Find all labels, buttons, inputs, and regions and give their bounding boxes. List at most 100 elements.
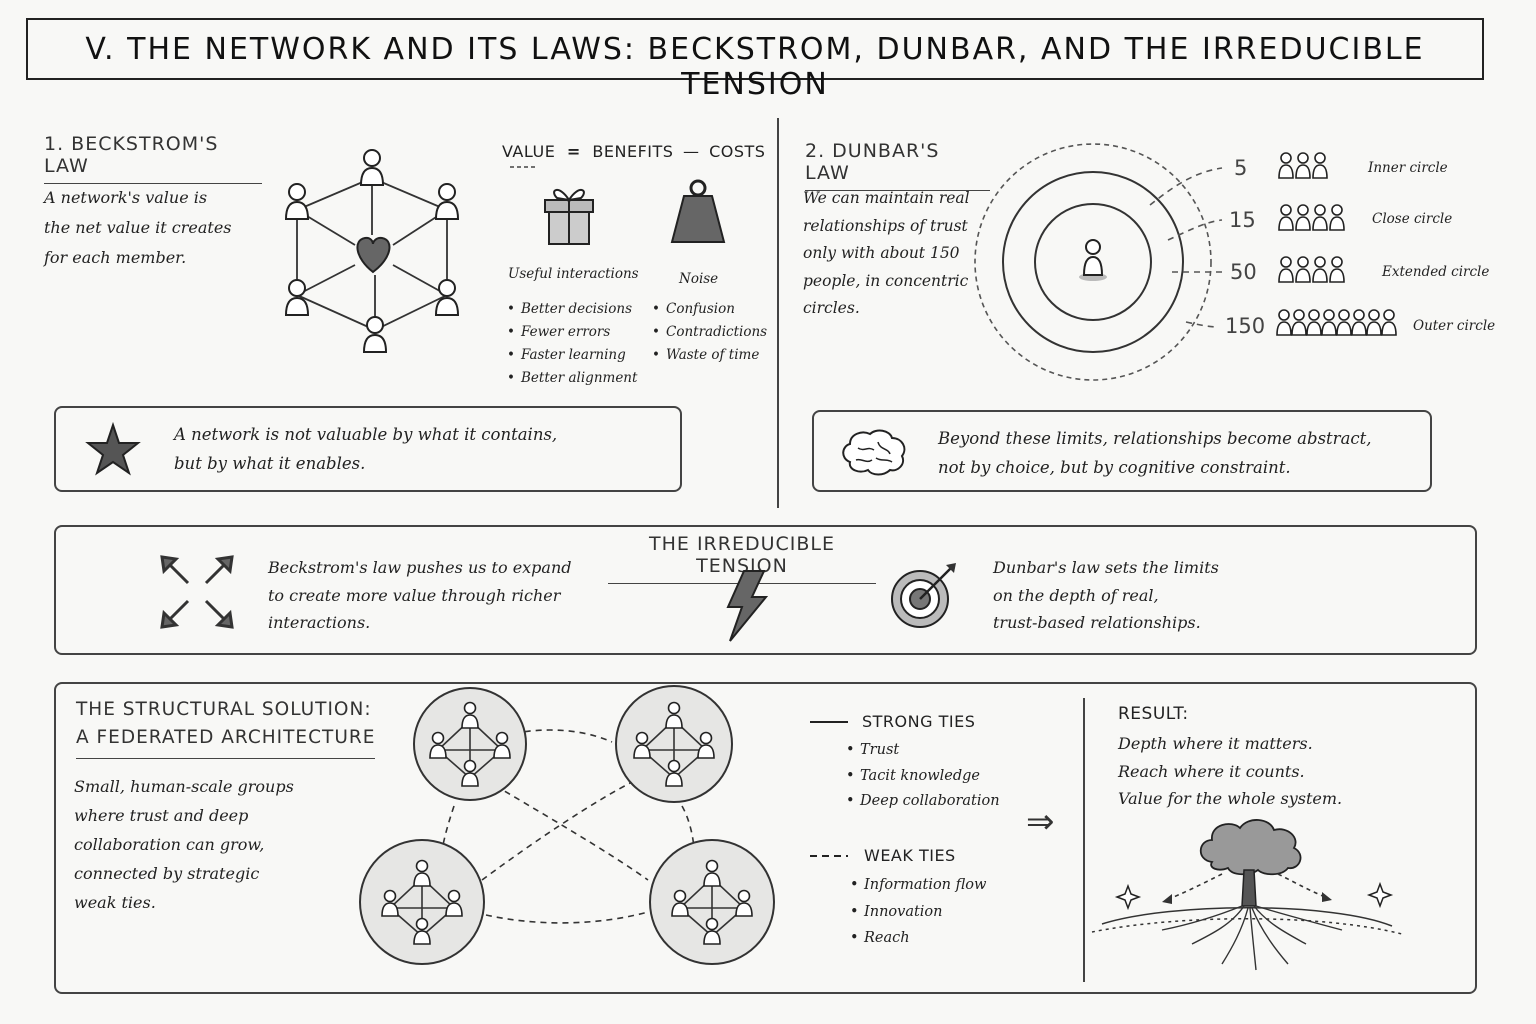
solution-text-line: collaboration can grow, bbox=[74, 835, 265, 854]
benefits-label: Useful interactions bbox=[508, 266, 639, 282]
solution-text-line: weak ties. bbox=[74, 893, 156, 912]
quote-line: but by what it enables. bbox=[174, 454, 366, 473]
quote-line: Beyond these limits, relationships becom… bbox=[938, 429, 1372, 448]
group-circle bbox=[413, 687, 527, 801]
beckstrom-heading: 1. BECKSTROM'S LAW bbox=[44, 133, 262, 184]
circle-label: Outer circle bbox=[1413, 318, 1496, 334]
equation-underline bbox=[510, 166, 538, 168]
sparkle-icon bbox=[1114, 881, 1394, 911]
dunbar-quote: Beyond these limits, relationships becom… bbox=[938, 424, 1372, 482]
brain-icon bbox=[842, 429, 906, 476]
solution-text-line: where trust and deep bbox=[74, 806, 249, 825]
lightning-icon bbox=[726, 570, 769, 642]
person-icon bbox=[445, 889, 463, 917]
dunbar-text-line: only with about 150 bbox=[803, 244, 960, 262]
solution-heading-line: A FEDERATED ARCHITECTURE bbox=[76, 724, 376, 759]
strong-ties-list: Trust Tacit knowledge Deep collaboration bbox=[846, 738, 1000, 815]
dunbar-text-line: relationships of trust bbox=[803, 216, 968, 235]
solution-heading: THE STRUCTURAL SOLUTION: A FEDERATED ARC… bbox=[76, 696, 376, 759]
strong-ties-label: STRONG TIES bbox=[862, 712, 976, 731]
person-icon bbox=[429, 731, 447, 759]
people-groups-icon bbox=[1276, 152, 1397, 336]
group-circle bbox=[359, 839, 485, 965]
people-network-icon bbox=[284, 149, 460, 353]
person-icon bbox=[413, 859, 431, 887]
quote-line: not by choice, but by cognitive constrai… bbox=[938, 458, 1291, 477]
expand-arrows-icon bbox=[160, 555, 234, 629]
equation-value: VALUE bbox=[502, 142, 556, 161]
weak-tie-line bbox=[810, 855, 848, 857]
list-item: Better decisions bbox=[507, 298, 637, 321]
weak-ties-label: WEAK TIES bbox=[864, 846, 956, 865]
result-line: Value for the whole system. bbox=[1118, 789, 1343, 808]
dunbar-quote-box: Beyond these limits, relationships becom… bbox=[812, 410, 1432, 492]
beckstrom-text-line: for each member. bbox=[44, 248, 187, 267]
tension-line: trust-based relationships. bbox=[993, 613, 1201, 632]
tension-box: THE IRREDUCIBLE TENSION Beckstrom's law … bbox=[54, 525, 1477, 655]
circle-label: Close circle bbox=[1372, 211, 1453, 227]
group-circle bbox=[359, 685, 775, 965]
tension-right-text: Dunbar's law sets the limits on the dept… bbox=[993, 554, 1219, 637]
costs-label: Noise bbox=[679, 271, 719, 287]
person-icon bbox=[1082, 239, 1104, 276]
person-icon bbox=[493, 731, 511, 759]
circle-label: Extended circle bbox=[1382, 264, 1490, 280]
list-item: Better alignment bbox=[507, 367, 637, 390]
person-icon bbox=[735, 889, 753, 917]
gift-icon bbox=[544, 189, 594, 245]
value-equation: VALUE = BENEFITS — COSTS bbox=[502, 142, 765, 161]
tension-line: Beckstrom's law pushes us to expand bbox=[268, 558, 572, 577]
heart-icon bbox=[356, 236, 391, 274]
strong-tie-line bbox=[810, 721, 848, 723]
result-divider bbox=[1083, 698, 1085, 982]
person-icon bbox=[633, 731, 651, 759]
person-icon bbox=[461, 701, 479, 729]
solution-heading-line: THE STRUCTURAL SOLUTION: bbox=[76, 699, 372, 720]
tension-line: on the depth of real, bbox=[993, 585, 1159, 605]
tension-line: to create more value through richer bbox=[268, 585, 561, 605]
result-arrow: ⇒ bbox=[1026, 802, 1055, 842]
federated-groups-icon bbox=[359, 685, 775, 965]
tension-left-text: Beckstrom's law pushes us to expand to c… bbox=[268, 554, 572, 637]
group-circle bbox=[649, 839, 775, 965]
tree-icon bbox=[1091, 819, 1403, 971]
beckstrom-text: A network's value is the net value it cr… bbox=[44, 183, 274, 273]
circle-number: 5 bbox=[1234, 156, 1248, 180]
list-item: Information flow bbox=[850, 872, 986, 899]
costs-list: Confusion Contradictions Waste of time bbox=[652, 298, 767, 367]
weak-ties-list: Information flow Innovation Reach bbox=[850, 872, 986, 952]
list-item: Fewer errors bbox=[507, 321, 637, 344]
solution-text-line: Small, human-scale groups bbox=[74, 777, 294, 796]
result-label: RESULT: bbox=[1118, 704, 1189, 724]
person-icon bbox=[381, 889, 399, 917]
person-icon bbox=[461, 759, 479, 787]
beckstrom-text-line: A network's value is bbox=[44, 188, 208, 207]
equation-benefits: BENEFITS bbox=[592, 142, 674, 161]
star-icon bbox=[85, 421, 141, 476]
person-icon bbox=[697, 731, 715, 759]
person-icon bbox=[665, 701, 683, 729]
equation-costs: COSTS bbox=[709, 142, 766, 161]
circle-number: 50 bbox=[1230, 260, 1257, 284]
circle-number: 150 bbox=[1225, 314, 1266, 338]
dunbar-text-line: people, in concentric bbox=[803, 271, 969, 290]
result-line: Reach where it counts. bbox=[1118, 761, 1305, 781]
equation-minus: — bbox=[683, 142, 700, 161]
person-icon bbox=[703, 917, 721, 945]
beckstrom-quote: A network is not valuable by what it con… bbox=[174, 420, 557, 478]
page-title: V. THE NETWORK AND ITS LAWS: BECKSTROM, … bbox=[85, 32, 1425, 102]
list-item: Reach bbox=[850, 925, 986, 952]
list-item: Waste of time bbox=[652, 344, 767, 367]
tension-line: interactions. bbox=[268, 613, 371, 632]
concentric-circles-icon bbox=[974, 143, 1225, 381]
beckstrom-quote-box: A network is not valuable by what it con… bbox=[54, 406, 682, 492]
target-icon bbox=[891, 563, 956, 628]
solution-text-line: connected by strategic bbox=[74, 864, 260, 883]
weight-icon bbox=[670, 179, 726, 243]
person-icon bbox=[665, 759, 683, 787]
list-item: Faster learning bbox=[507, 344, 637, 367]
dunbar-text: We can maintain real relationships of tr… bbox=[803, 185, 993, 323]
result-text: Depth where it matters. Reach where it c… bbox=[1118, 730, 1342, 813]
beckstrom-text-line: the net value it creates bbox=[44, 218, 232, 237]
list-item: Deep collaboration bbox=[846, 789, 1000, 815]
